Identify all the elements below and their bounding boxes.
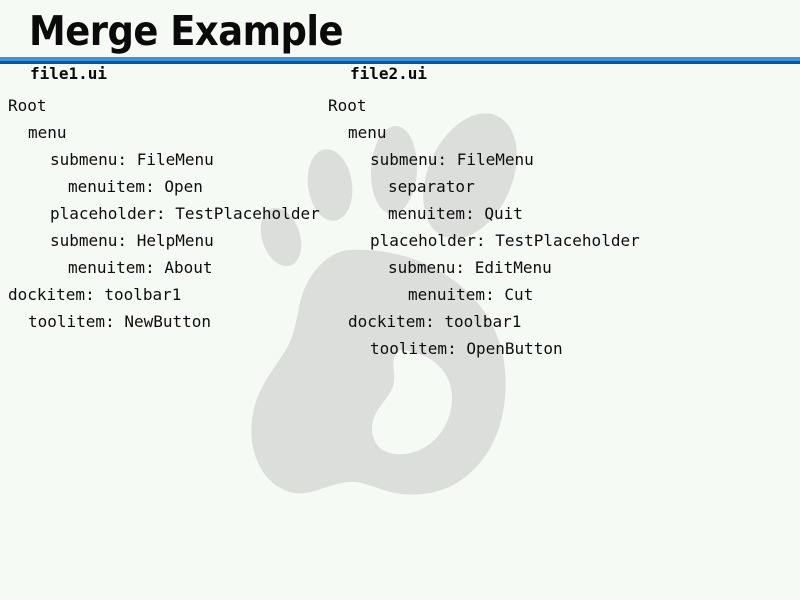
title-underline-rule <box>0 57 800 64</box>
tree-line[interactable]: submenu: FileMenu <box>370 150 534 169</box>
tree-line[interactable]: submenu: EditMenu <box>388 258 552 277</box>
column-header-file1: file1.ui <box>30 64 108 83</box>
tree-line[interactable]: toolitem: NewButton <box>28 312 212 331</box>
tree-line[interactable]: separator <box>388 177 475 196</box>
tree-line[interactable]: placeholder: TestPlaceholder <box>50 204 320 223</box>
rule-band-light <box>0 57 800 61</box>
tree-line[interactable]: menu <box>348 123 387 142</box>
tree-line[interactable]: placeholder: TestPlaceholder <box>370 231 640 250</box>
tree-line[interactable]: dockitem: toolbar1 <box>8 285 182 304</box>
tree-line[interactable]: submenu: FileMenu <box>50 150 214 169</box>
page-title: Merge Example <box>29 7 344 55</box>
tree-line[interactable]: menu <box>28 123 67 142</box>
tree-line[interactable]: Root <box>328 96 367 115</box>
column-header-file2: file2.ui <box>350 64 428 83</box>
tree-column-file2: file2.ui Root menu submenu: FileMenu sep… <box>320 64 640 362</box>
title-bar: Merge Example <box>0 0 800 56</box>
tree-list-file1: Root menu submenu: FileMenu menuitem: Op… <box>0 92 320 335</box>
tree-line[interactable]: menuitem: Cut <box>408 285 534 304</box>
tree-line[interactable]: dockitem: toolbar1 <box>348 312 522 331</box>
content-area: file1.ui Root menu submenu: FileMenu men… <box>0 64 800 600</box>
tree-line[interactable]: submenu: HelpMenu <box>50 231 214 250</box>
tree-line[interactable]: menuitem: About <box>68 258 213 277</box>
tree-list-file2: Root menu submenu: FileMenu separator me… <box>320 92 640 362</box>
tree-line[interactable]: menuitem: Quit <box>388 204 523 223</box>
tree-line[interactable]: toolitem: OpenButton <box>370 339 563 358</box>
tree-column-file1: file1.ui Root menu submenu: FileMenu men… <box>0 64 320 335</box>
tree-line[interactable]: menuitem: Open <box>68 177 203 196</box>
rule-band-dark <box>0 61 800 64</box>
tree-line[interactable]: Root <box>8 96 47 115</box>
